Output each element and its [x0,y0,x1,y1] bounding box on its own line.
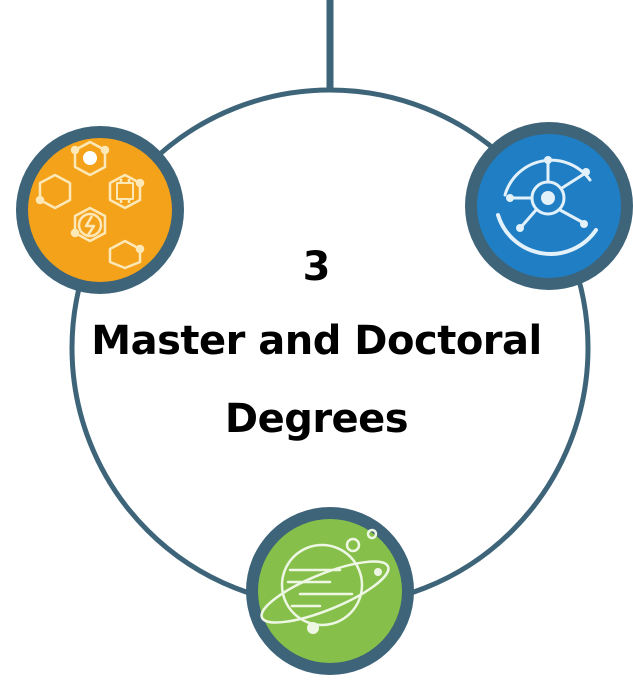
node-materials [16,126,184,294]
degree-title-line2: Degrees [224,396,409,442]
node-space [246,507,414,675]
planet-orbit-icon [260,528,390,634]
hexagon-network-energy-chip-icon [35,140,145,270]
degree-count: 3 [302,244,331,290]
node-vision [465,122,633,290]
degree-title-line1: Master and Doctoral [91,318,542,364]
eye-molecule-network-icon [496,156,598,256]
